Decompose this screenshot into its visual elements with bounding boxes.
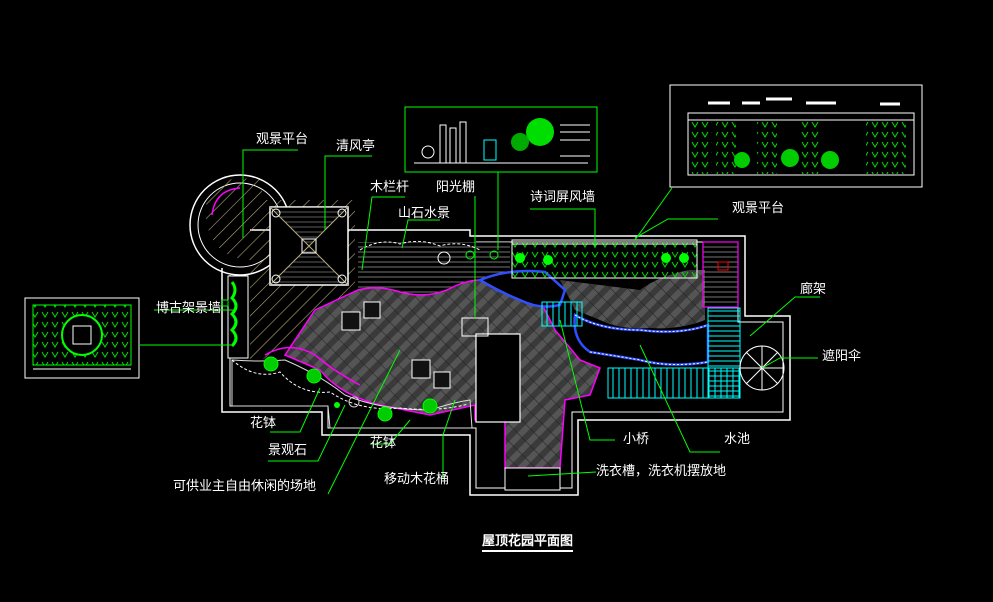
right-paving — [560, 270, 705, 329]
leader-lines — [140, 149, 820, 495]
label-scenic-stone: 景观石 — [268, 443, 308, 458]
flower-pot-bottom — [377, 406, 393, 422]
label-small-bridge: 小桥 — [623, 432, 650, 447]
label-sun-shed: 阳光棚 — [436, 180, 476, 195]
flower-pot-left — [263, 356, 279, 372]
flower-pot-bottom-right — [422, 398, 438, 414]
bogu-shelf-wall — [227, 275, 249, 359]
label-rock-water-feature: 山石水景 — [398, 206, 451, 221]
label-viewing-platform-left: 观景平台 — [256, 132, 309, 147]
lower-planting — [231, 359, 473, 429]
upper-decking — [358, 242, 510, 296]
poem-screen-planting — [511, 239, 698, 279]
right-viewing-platform — [702, 241, 739, 308]
site-outline — [221, 229, 791, 496]
label-pergola: 廊架 — [800, 282, 827, 297]
pavilion — [269, 206, 349, 286]
label-movable-planter: 移动木花桶 — [384, 472, 450, 487]
planter-box-4 — [433, 371, 451, 389]
label-wooden-railing: 木栏杆 — [370, 180, 410, 195]
label-sun-umbrella: 遮阳伞 — [822, 349, 862, 364]
planter-box-3 — [411, 359, 431, 379]
label-flower-pot-mid: 花钵 — [370, 436, 397, 451]
pond-stones — [574, 314, 709, 333]
detail-bogu-wall — [24, 297, 140, 379]
label-pond: 水池 — [724, 432, 751, 447]
planter-box-1 — [341, 311, 361, 331]
detail-elevation-center — [404, 106, 598, 173]
detail-elevation-right — [669, 84, 923, 188]
label-viewing-platform-right: 观景平台 — [732, 201, 785, 216]
drawing-title: 屋顶花园平面图 — [482, 530, 574, 552]
bogu-leader-target — [221, 299, 229, 307]
flower-pot-mid-left — [306, 368, 322, 384]
label-laundry-area: 洗衣槽，洗衣机摆放地 — [596, 464, 727, 479]
rock-water-feature — [359, 240, 481, 251]
scenic-stone-2 — [334, 402, 340, 408]
sunroom-structure — [475, 333, 521, 423]
laundry-area — [504, 467, 561, 491]
label-flower-pot-left: 花钵 — [250, 416, 277, 431]
label-bogu-shelf-wall: 博古架景墙 — [156, 301, 222, 316]
label-qingfeng-pavilion: 清风亭 — [336, 139, 376, 154]
label-leisure-area: 可供业主自由休闲的场地 — [173, 479, 317, 494]
label-poem-screen-wall: 诗词屏风墙 — [530, 190, 596, 205]
scenic-stone-1 — [348, 396, 360, 408]
planter-box-2 — [363, 301, 381, 319]
lower-deck — [607, 367, 741, 399]
small-bridge — [541, 301, 583, 327]
